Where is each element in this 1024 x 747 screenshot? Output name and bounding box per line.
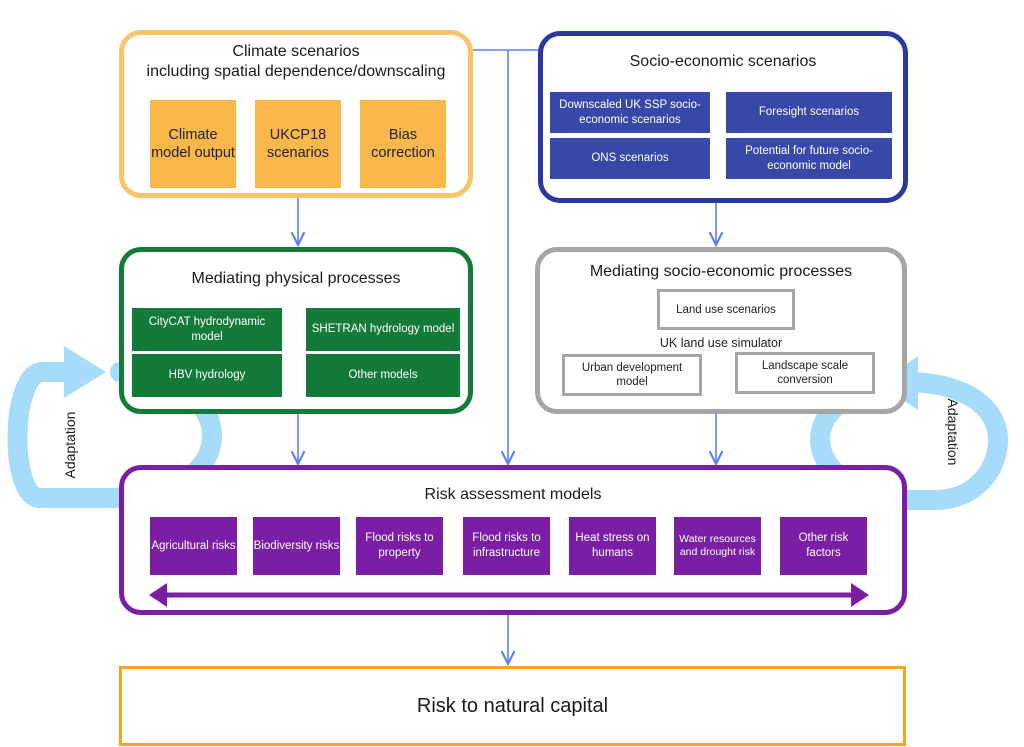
- other-models-box: Other models: [306, 354, 460, 397]
- urban-development-box: Urban development model: [562, 354, 702, 396]
- socio-processes-title: Mediating socio-economic processes: [589, 263, 853, 280]
- water-resources-box: Water resources and drought risk: [674, 517, 761, 575]
- risk-double-arrow: [149, 583, 869, 607]
- climate-title-line2: including spatial dependence/downscaling: [146, 63, 446, 80]
- risk-title: Risk assessment models: [424, 486, 602, 503]
- landscape-scale-box: Landscape scale conversion: [735, 352, 875, 394]
- land-use-scenarios-box: Land use scenarios: [657, 289, 795, 330]
- risk-assessment-panel: Risk assessment models Agricultural risk…: [119, 465, 907, 615]
- climate-scenarios-panel: Climate scenarios including spatial depe…: [119, 30, 473, 198]
- ons-scenarios-box: ONS scenarios: [550, 138, 710, 179]
- output-label: Risk to natural capital: [416, 694, 609, 717]
- risk-to-natural-capital-box: Risk to natural capital: [119, 666, 906, 746]
- adaptation-label-right: Adaptation: [945, 398, 961, 466]
- socio-economic-scenarios-panel: Socio-economic scenarios Downscaled UK S…: [538, 31, 908, 203]
- socio-processes-panel: Mediating socio-economic processes Land …: [535, 247, 907, 414]
- physical-processes-panel: Mediating physical processes CityCAT hyd…: [119, 247, 473, 414]
- uk-land-use-simulator-label: UK land use simulator: [659, 336, 783, 350]
- future-socio-model-box: Potential for future socio-economic mode…: [726, 138, 892, 179]
- flood-risks-infrastructure-box: Flood risks to infrastructure: [463, 517, 550, 575]
- physical-title: Mediating physical processes: [191, 270, 401, 287]
- ukcp18-scenarios-box: UKCP18 scenarios: [255, 100, 341, 188]
- climate-model-output-box: Climate model output: [150, 100, 236, 188]
- flood-risks-property-box: Flood risks to property: [356, 517, 443, 575]
- downscaled-ssp-box: Downscaled UK SSP socio-economic scenari…: [550, 92, 710, 133]
- foresight-scenarios-box: Foresight scenarios: [726, 92, 892, 133]
- climate-title-line1: Climate scenarios: [232, 43, 360, 60]
- shetran-box: SHETRAN hydrology model: [306, 308, 460, 351]
- citycat-box: CityCAT hydrodynamic model: [132, 308, 282, 351]
- biodiversity-risks-box: Biodiversity risks: [253, 517, 340, 575]
- bias-correction-box: Bias correction: [360, 100, 446, 188]
- other-risk-factors-box: Other risk factors: [780, 517, 867, 575]
- heat-stress-box: Heat stress on humans: [569, 517, 656, 575]
- agricultural-risks-box: Agricultural risks: [150, 517, 237, 575]
- hbv-hydrology-box: HBV hydrology: [132, 354, 282, 397]
- socio-title: Socio-economic scenarios: [629, 53, 817, 70]
- adaptation-label-left: Adaptation: [62, 411, 78, 479]
